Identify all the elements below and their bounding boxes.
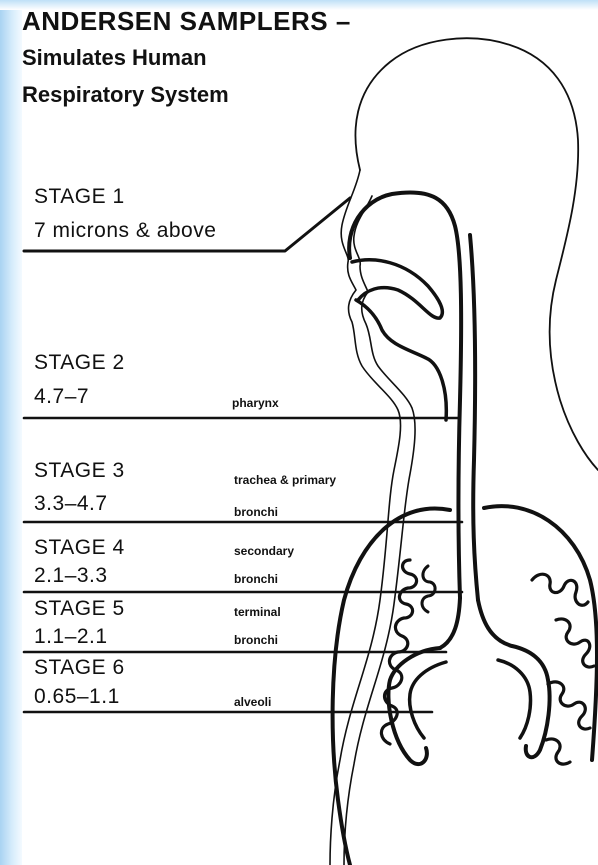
left-alveoli-inner: [422, 566, 435, 612]
stage-3-range: 3.3–4.7: [34, 493, 108, 514]
stage-3-label: STAGE 3: [34, 460, 125, 481]
stage-2-range: 4.7–7: [34, 386, 89, 407]
stage-6-label: STAGE 6: [34, 657, 125, 678]
stage-1-range: 7 microns & above: [34, 220, 216, 241]
region-terminal-line1: terminal: [234, 606, 281, 618]
left-bronchus-inner: [410, 662, 446, 738]
throat-back-wall: [470, 235, 478, 600]
region-alveoli: alveoli: [234, 696, 271, 708]
region-secondary-line1: secondary: [234, 545, 294, 557]
stage-4-range: 2.1–3.3: [34, 565, 108, 586]
title-line-1: ANDERSEN SAMPLERS –: [22, 6, 351, 37]
region-terminal-line2: bronchi: [234, 634, 278, 646]
region-trachea-line1: trachea & primary: [234, 474, 336, 486]
region-trachea-line2: bronchi: [234, 506, 278, 518]
stage-5-label: STAGE 5: [34, 598, 125, 619]
stage-4-label: STAGE 4: [34, 537, 125, 558]
stage-6-range: 0.65–1.1: [34, 686, 120, 707]
title-line-2: Simulates Human: [22, 45, 207, 71]
trachea-right-wall: [478, 600, 512, 646]
right-bronchus-inner: [498, 660, 531, 738]
title-line-3: Respiratory System: [22, 82, 229, 108]
trachea-left-wall: [440, 598, 460, 648]
stage-5-range: 1.1–2.1: [34, 626, 108, 647]
stage-2-label: STAGE 2: [34, 352, 125, 373]
region-secondary-line2: bronchi: [234, 573, 278, 585]
right-alveoli: [532, 574, 594, 764]
stage-1-label: STAGE 1: [34, 186, 125, 207]
face-profile-outer: [330, 170, 401, 865]
region-pharynx: pharynx: [232, 397, 279, 409]
nasal-passage: [352, 260, 442, 318]
